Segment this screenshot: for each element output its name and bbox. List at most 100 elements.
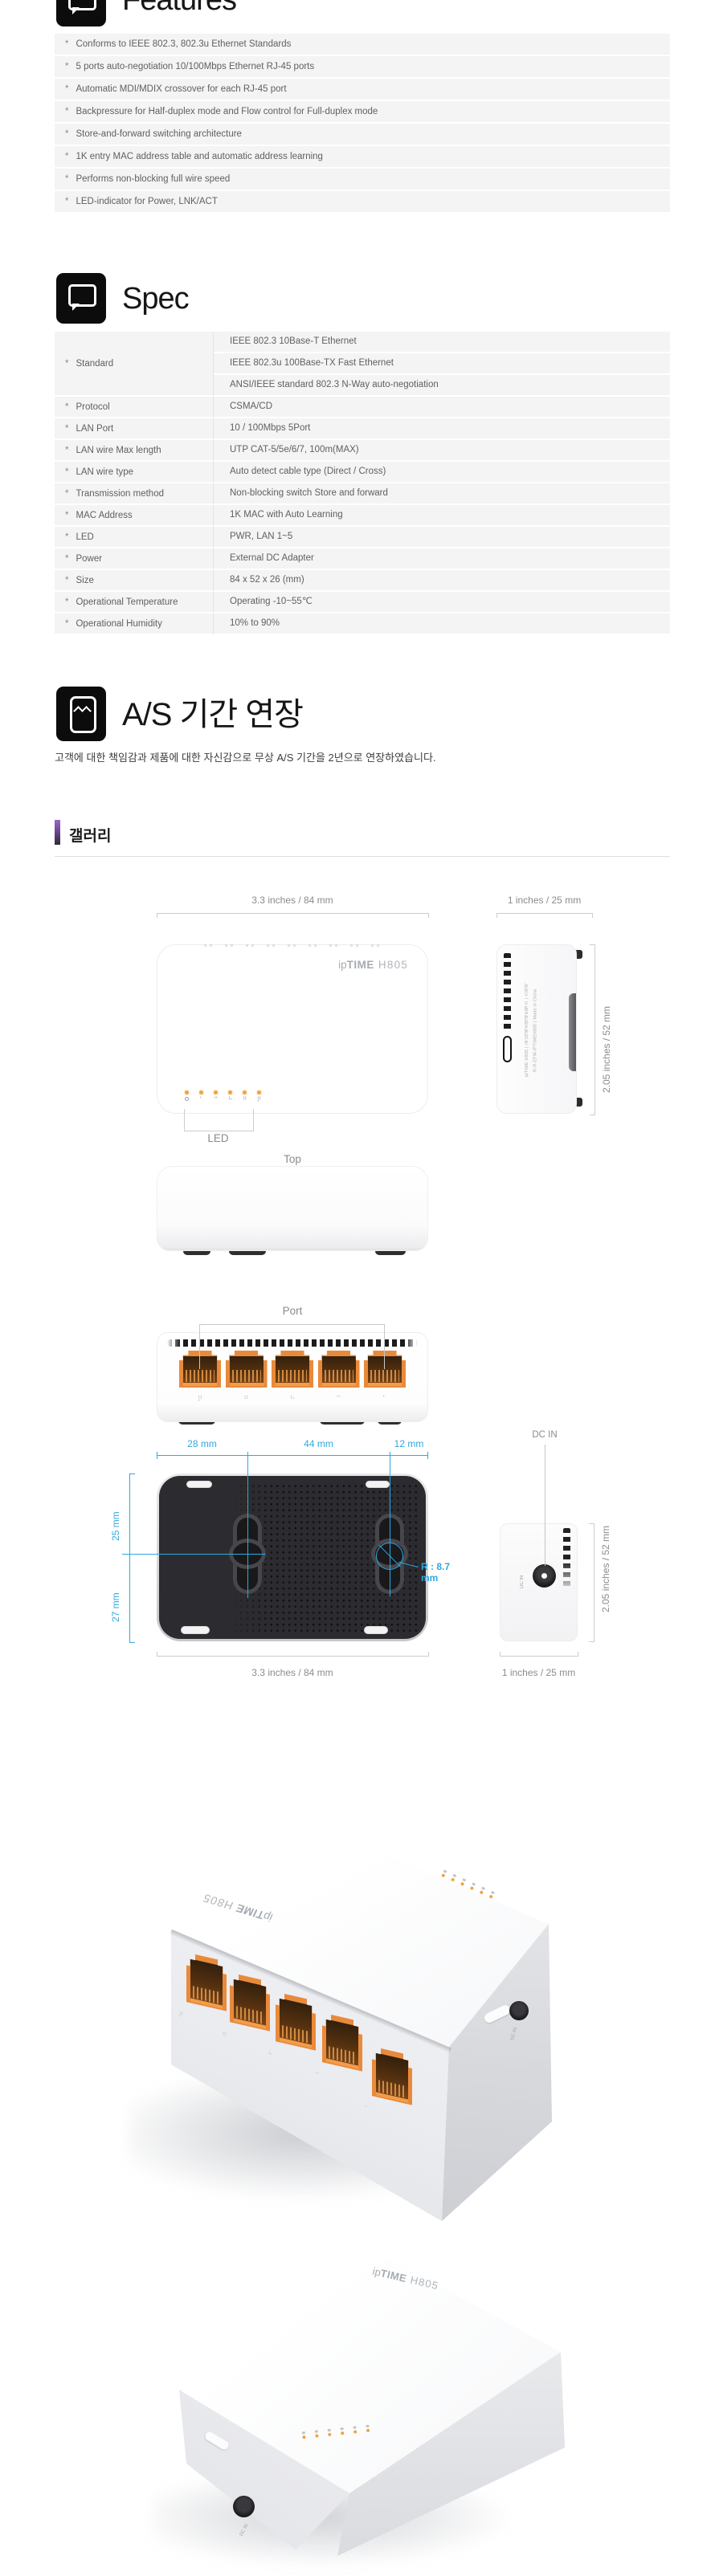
warranty-description: 고객에 대한 책임감과 제품에 대한 자신감으로 무상 A/S 기간을 2년으로…: [55, 752, 436, 764]
dc-power-jack: [533, 1564, 556, 1588]
dimension-tick: [427, 1452, 428, 1459]
top-view-width-label: 3.3 inches / 84 mm: [251, 895, 333, 906]
port-view-device: ⠟ ⠛ ⠓ ⠉ ⠁: [157, 1332, 428, 1422]
led-dot: [228, 1090, 232, 1094]
led-dot: [441, 1873, 446, 1878]
led-mark: [314, 2430, 318, 2433]
spec-values: 1K MAC with Auto Learning: [214, 505, 670, 527]
led-dot: [257, 1090, 261, 1094]
spec-label: *MAC Address: [55, 505, 214, 527]
led-dot: [243, 1090, 247, 1094]
front-view-device: [157, 1166, 428, 1251]
led-dot: [302, 2435, 306, 2439]
features-section-icon: [56, 0, 106, 26]
foot-pad: [181, 1626, 210, 1634]
feature-item: *LED-indicator for Power, LNK/ACT: [55, 191, 670, 212]
monitor-icon: [70, 696, 96, 733]
logo-brand: TIME: [346, 959, 374, 971]
rubber-foot: [575, 1098, 582, 1107]
spec-value: Auto detect cable type (Direct / Cross): [214, 462, 670, 482]
led-dot: [341, 2431, 345, 2435]
led: [314, 2430, 319, 2438]
led: [301, 2431, 306, 2439]
speech-bubble-icon: [68, 284, 96, 307]
spec-values: Operating -10~55℃: [214, 592, 670, 613]
port-number-glyph: ⠁: [198, 1096, 204, 1103]
top-view-caption: Top: [284, 1153, 301, 1165]
led: [327, 2428, 332, 2437]
led-dot: [460, 1881, 465, 1886]
port-number-glyph: ⠟: [256, 1096, 262, 1103]
spec-value: 10 / 100Mbps 5Port: [214, 418, 670, 438]
led-mark: [353, 2426, 357, 2429]
led: [340, 2427, 345, 2435]
led: [479, 1886, 485, 1895]
port-number-glyph: ⠛: [243, 1396, 249, 1404]
dc-view-width-label: 1 inches / 25 mm: [501, 1667, 576, 1678]
dimension-bracket: [157, 913, 429, 918]
spec-values: Non-blocking switch Store and forward: [214, 483, 670, 505]
bottom-dim-28: 28 mm: [187, 1438, 217, 1449]
spec-label: *Operational Humidity: [55, 613, 214, 635]
led-mark: [490, 1890, 495, 1895]
radius-label: R : 8.7 mm: [421, 1561, 451, 1584]
feature-item: *Performs non-blocking full wire speed: [55, 169, 670, 190]
height-dimension-line: [129, 1473, 135, 1643]
bottom-dim-25: 25 mm: [110, 1511, 121, 1541]
vent-holes: [167, 1339, 418, 1347]
led-dot: [469, 1885, 475, 1891]
spec-value: 84 x 52 x 26 (mm): [214, 570, 670, 590]
led-port: ⠛: [241, 1090, 248, 1103]
port-number-glyph: ⠓: [289, 1396, 296, 1404]
led-dot: [353, 2430, 358, 2434]
rj45-port: [179, 1351, 221, 1388]
led: [451, 1873, 457, 1882]
led-mark: [481, 1886, 485, 1890]
dimension-bracket: [157, 1652, 429, 1657]
spec-value: Operating -10~55℃: [214, 592, 670, 612]
features-title: Features: [122, 0, 237, 17]
feature-item: *5 ports auto-negotiation 10/100Mbps Eth…: [55, 56, 670, 77]
spec-label: *Size: [55, 570, 214, 592]
port-number-glyph: ⠉: [336, 1396, 341, 1404]
led-dot: [479, 1890, 484, 1895]
led-port: ⠁: [198, 1090, 205, 1103]
led-mark: [452, 1873, 457, 1878]
led-dot: [328, 2432, 332, 2437]
spec-value: IEEE 802.3 10Base-T Ethernet: [214, 332, 670, 352]
port-number-glyph: ⠉: [213, 1096, 219, 1103]
led-mark: [366, 2424, 370, 2428]
led-mark: [301, 2431, 306, 2435]
led-dot: [199, 1090, 203, 1094]
spec-value: IEEE 802.3u 100Base-TX Fast Ethernet: [214, 353, 670, 373]
dimension-bracket: [496, 913, 593, 918]
spec-values: PWR, LAN 1~5: [214, 527, 670, 548]
dc-in-callout: DC IN: [532, 1430, 558, 1440]
gallery-heading-bar: [55, 820, 60, 845]
spec-value: ANSI/IEEE standard 802.3 N-Way auto-nego…: [214, 375, 670, 395]
port-number-glyph: ⠁: [382, 1396, 388, 1404]
top-view-led-cluster: ⠁ ⠉ ⠓ ⠛ ⠟: [183, 1090, 263, 1103]
dc-power-jack: [509, 2001, 529, 2020]
radius-circle: [376, 1543, 403, 1570]
feature-item: *Store-and-forward switching architectur…: [55, 124, 670, 145]
spec-label: *Standard: [55, 332, 214, 397]
crosshair-line: [122, 1554, 265, 1555]
port-callout-bracket: [199, 1324, 385, 1325]
led-port: ⠓: [227, 1090, 234, 1103]
port-number-glyph: ⠟: [197, 1396, 203, 1404]
led: [469, 1882, 476, 1891]
side-view-height-label: 2.05 inches / 52 mm: [601, 1005, 612, 1093]
dc-in-print: DC IN: [520, 1575, 525, 1588]
spec-label: *Power: [55, 548, 214, 570]
led-dot: [451, 1877, 456, 1882]
